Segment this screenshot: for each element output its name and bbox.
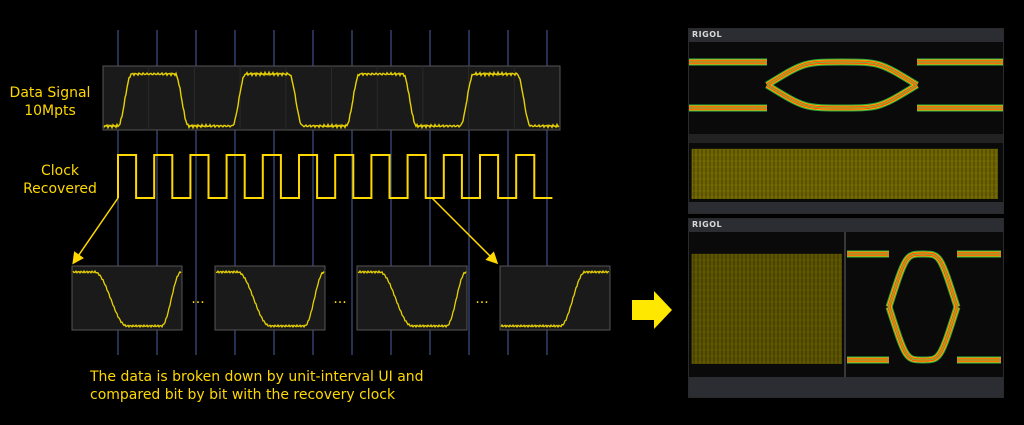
ui-segment-box (499, 265, 611, 331)
caption: The data is broken down by unit-interval… (90, 369, 424, 403)
pointer-arrow-right (431, 197, 499, 265)
accumulated-traces-bottom (692, 254, 842, 364)
recovered-clock-waveform (117, 154, 553, 199)
scope-display-bottom (689, 232, 1003, 397)
segment-waveform (216, 269, 325, 329)
rigol-logo: RIGOL (692, 30, 723, 39)
data-signal-panel (102, 65, 561, 131)
ui-segment-box (356, 265, 468, 331)
unit-interval-segments (71, 265, 611, 331)
oscilloscope-screen-top: RIGOL (688, 28, 1004, 214)
rigol-logo: RIGOL (692, 220, 723, 229)
arrow-right-icon (632, 291, 672, 329)
segment-waveform (72, 269, 182, 329)
segment-waveform (500, 269, 610, 329)
accumulated-traces-top (692, 149, 998, 199)
ellipsis-1: ... (191, 291, 204, 307)
data-signal-waveform (103, 70, 560, 130)
ui-segment-box (214, 265, 326, 331)
data-signal-label: Data Signal 10Mpts (9, 85, 91, 119)
eye-diagram-top (689, 58, 1003, 112)
segment-waveform (357, 269, 467, 329)
scope-toolbar: RIGOL (689, 29, 1003, 42)
eye-diagram-bottom (847, 250, 1001, 364)
pointer-arrow-left (72, 197, 119, 265)
ellipsis-3: ... (475, 291, 488, 307)
scope-display-top (689, 42, 1003, 213)
scope-toolbar: RIGOL (689, 219, 1003, 232)
oscilloscope-screen-bottom: RIGOL (688, 218, 1004, 398)
ellipsis-2: ... (333, 291, 346, 307)
clock-recovered-label: Clock Recovered (23, 163, 97, 197)
ui-segment-box (71, 265, 183, 331)
